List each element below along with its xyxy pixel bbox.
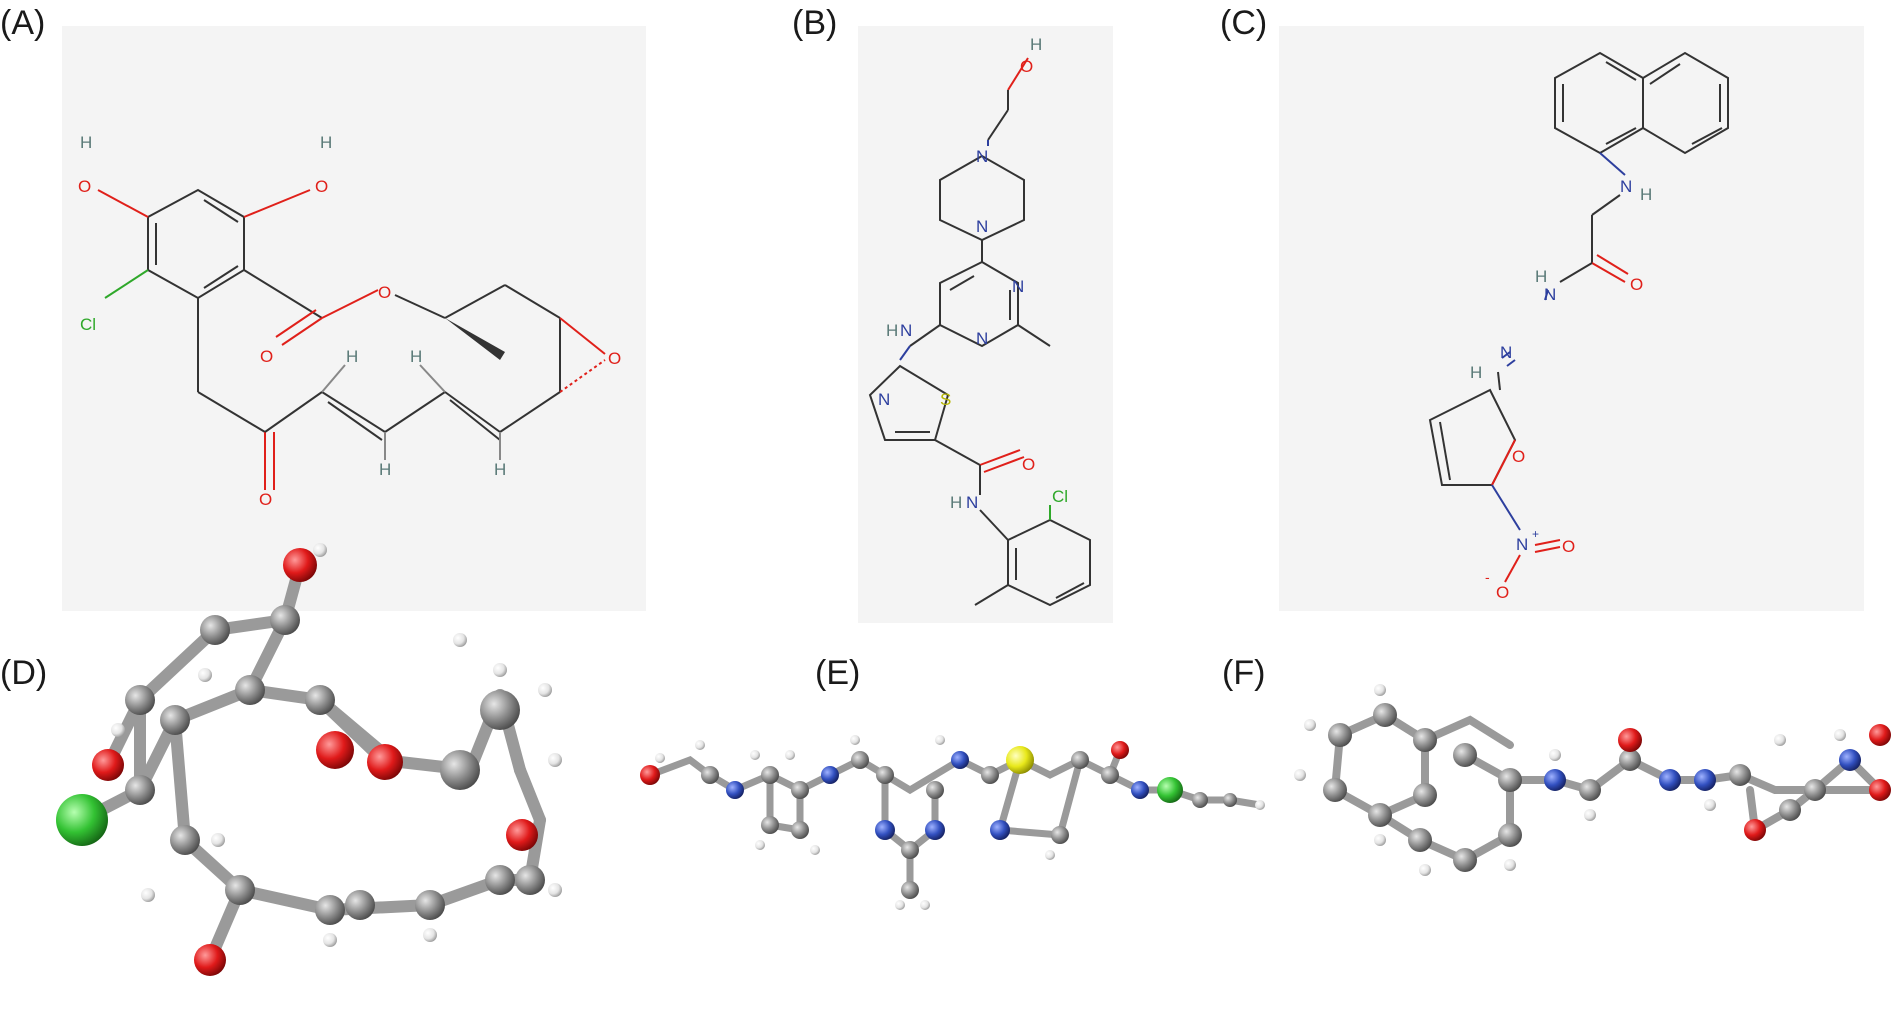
molecule-d-3d (56, 543, 562, 976)
molecule-e-3d (640, 735, 1265, 910)
panel-c-background (1279, 26, 1864, 611)
atom-label-n: N (976, 217, 988, 236)
atom-label-h: H (346, 347, 358, 366)
molecule-b-2d (868, 57, 1091, 607)
atom-label-h: H (950, 493, 962, 512)
atom-label-o: O (1562, 537, 1575, 556)
atom-label-plus: + (1532, 527, 1539, 541)
atom-label-o: O (78, 177, 91, 196)
atom-label-h: H (320, 133, 332, 152)
atom-label-o: O (315, 177, 328, 196)
atom-label-n: N (966, 493, 978, 512)
panel-label-d: (D) (0, 654, 48, 692)
atom-label-o: O (608, 349, 621, 368)
atom-label-h: H (1640, 185, 1652, 204)
atom-label-h: H (1535, 267, 1547, 286)
atom-label-h: H (494, 460, 506, 479)
atom-label-o: O (260, 347, 273, 366)
atom-label-o: O (378, 283, 391, 302)
atom-label-n: N (1012, 277, 1024, 296)
atom-label-cl: Cl (80, 315, 96, 334)
atom-label-h: H (410, 347, 422, 366)
panel-label-c: (C) (1220, 4, 1268, 42)
atom-label-n: N (976, 147, 988, 166)
panel-label-f: (F) (1222, 654, 1266, 692)
atom-label-n: N (1500, 343, 1512, 362)
atom-label-n: N (1620, 177, 1632, 196)
atom-label-n: N (900, 321, 912, 340)
molecule-b-labels: H O N N N N H N N S O H N Cl (878, 35, 1068, 512)
atom-label-n: N (976, 329, 988, 348)
atom-label-o: O (1020, 57, 1033, 76)
panel-label-b: (B) (792, 4, 838, 42)
panel-a-background (62, 26, 646, 611)
atom-label-o: O (1496, 583, 1509, 602)
molecule-c-labels: N H O H N N H O N + O - O (1470, 177, 1652, 602)
panel-b-background (858, 26, 1113, 623)
atom-label-o: O (1022, 455, 1035, 474)
atom-label-minus: - (1485, 569, 1490, 585)
atom-label-h: H (379, 460, 391, 479)
atom-label-h: H (886, 321, 898, 340)
atom-label-o: O (1630, 275, 1643, 294)
molecule-c-2d (1428, 51, 1729, 583)
atom-label-o: O (1512, 447, 1525, 466)
atom-label-n: N (878, 390, 890, 409)
molecule-a-labels: H O H O Cl O O O O H H H H (78, 133, 621, 509)
panel-label-a: (A) (0, 4, 46, 42)
atom-label-s: S (940, 390, 951, 409)
atom-label-cl: Cl (1052, 487, 1068, 506)
atom-label-h: H (1470, 363, 1482, 382)
molecule-f-3d (1294, 684, 1891, 876)
panel-label-e: (E) (815, 654, 861, 692)
atom-label-o: O (259, 490, 272, 509)
atom-label-n: N (1516, 535, 1528, 554)
atom-label-h: H (1030, 35, 1042, 54)
atom-label-n: N (1544, 285, 1556, 304)
molecule-a-2d (97, 188, 606, 490)
atom-label-h: H (80, 133, 92, 152)
